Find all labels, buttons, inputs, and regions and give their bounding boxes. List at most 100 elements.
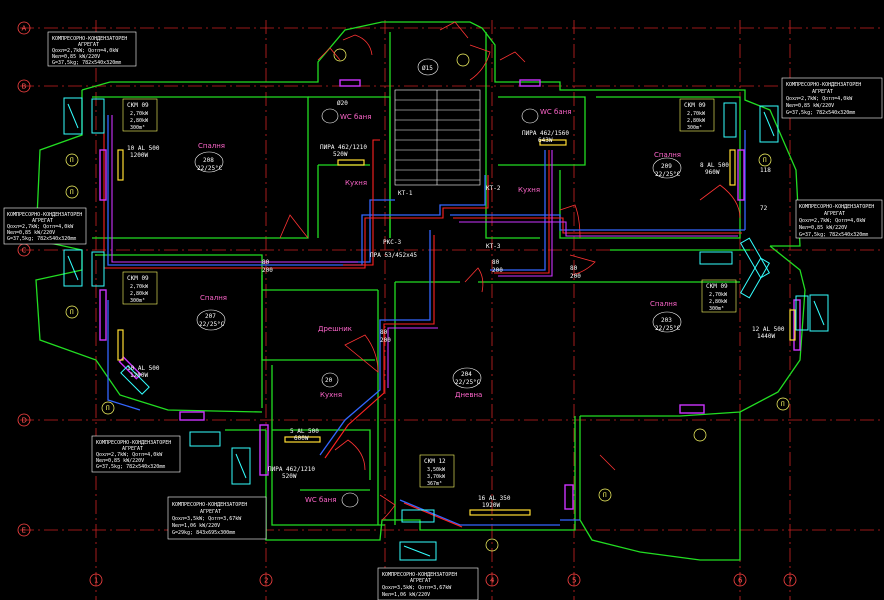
indoor-i2-b: 2,80kW <box>130 291 149 297</box>
p-marker-text: П П П П П П П <box>70 157 785 499</box>
axis-label-2: 2 <box>264 577 268 585</box>
heater-p2-model: ПИРА 462/1560 <box>522 130 569 137</box>
heater-bars-yellow <box>117 139 796 516</box>
unit-u5-l3: G=37,5kg; 782x540x320mm <box>96 464 165 470</box>
room-k1-name: Кухня <box>345 179 367 187</box>
heater-p3-model: ПИРА 462/1210 <box>268 466 315 473</box>
indoor-i1-a: 2,70kW <box>130 111 149 117</box>
unit-u7-sub: АГРЕГАТ <box>410 578 431 584</box>
p-marker-4: П <box>106 405 110 412</box>
room-r2-name: Спалня <box>200 294 227 302</box>
indoor-i5-c: 367m³ <box>427 481 442 487</box>
axis-label-4: 4 <box>490 577 495 585</box>
outdoor-spec-text: КОМПРЕСОРНО-КОНДЕНЗАТОРЕН АГРЕГАТ Qохл=2… <box>7 36 874 598</box>
unit-u4-title: КОМПРЕСОРНО-КОНДЕНЗАТОРЕН <box>799 204 874 210</box>
room-k3-num: 20 <box>325 377 333 384</box>
room-labels: Спалня 208 22/25°C Спалня 207 22/25°C Сп… <box>197 108 681 504</box>
room-r3-temp: 22/25°C <box>655 325 681 332</box>
dim-8: 200 <box>380 337 391 344</box>
axis-label-c: C <box>22 247 27 255</box>
room-r3-num: 203 <box>661 317 672 324</box>
unit-u1-sub: АГРЕГАТ <box>78 42 99 48</box>
axis-label-d: D <box>22 417 27 425</box>
unit-u2-l1: Qохл=2,7kW; Qотп=4,0kW <box>7 224 74 230</box>
unit-u2-l2: Nел=0,85 kW/220V <box>7 230 55 236</box>
heater-p3-power: 520W <box>282 473 297 480</box>
room-r4-temp: 22/25°C <box>655 171 681 178</box>
unit-u3-l2: Nел=0,85 kW/220V <box>786 103 834 109</box>
axis-label-5: 5 <box>572 577 576 585</box>
room-dn-name: Дневна <box>455 391 482 399</box>
unit-u5-l2: Nел=0,85 kW/220V <box>96 458 144 464</box>
dim-1: 80 <box>262 259 270 266</box>
p-marker-7: П <box>603 492 607 499</box>
dim-3: 80 <box>492 259 500 266</box>
indoor-i4-c: 300m³ <box>709 306 724 312</box>
unit-u6-l1: Qохл=3,5kW; Qотп=3,67kW <box>172 516 242 522</box>
door-swings <box>279 34 741 521</box>
riser-d: РКС-3 <box>383 239 401 246</box>
room-dr-name: Дрешник <box>318 325 352 333</box>
corner-markers <box>317 21 526 63</box>
riser-c: КТ-3 <box>486 243 501 250</box>
heater-h2-power: 1200W <box>130 372 148 379</box>
unit-u1-l2: Nел=0,85 kW/220V <box>52 54 100 60</box>
unit-u2-sub: АГРЕГАТ <box>32 218 53 224</box>
axis-label-1: 1 <box>94 577 98 585</box>
room-wc3-name: WC баня <box>305 496 336 504</box>
heater-h3-model: 8 AL 500 <box>700 162 729 169</box>
unit-u1-l3: G=37,5kg; 782x540x320mm <box>52 60 121 66</box>
dim-d20: Ø20 <box>337 100 348 107</box>
unit-u7-l1: Qохл=3,5kW; Qотп=3,67kW <box>382 585 452 591</box>
axis-label-a: A <box>22 25 27 33</box>
room-number-ovals <box>194 58 682 508</box>
indoor-i5-a: 3,50kW <box>427 467 446 473</box>
unit-u3-sub: АГРЕГАТ <box>812 89 833 95</box>
indoor-i5-name: СКМ 12 <box>424 458 446 465</box>
unit-u4-l1: Qохл=2,7kW; Qотп=4,0kW <box>799 218 866 224</box>
heater-p4-model: ПРА 53/452x45 <box>370 252 417 259</box>
unit-u3-l3: G=37,5kg; 782x540x320mm <box>786 110 855 116</box>
indoor-i5-b: 3,70kW <box>427 474 446 480</box>
axis-label-6: 6 <box>738 577 743 585</box>
unit-u7-l2: Nел=1,06 kW/220V <box>382 592 430 598</box>
heater-labels: 10 AL 500 1200W 10 AL 500 1200W 8 AL 500… <box>127 130 785 509</box>
dim-7: 80 <box>380 329 388 336</box>
riser-b: КТ-2 <box>486 185 501 192</box>
axis-bubbles-rows <box>17 21 31 537</box>
room-dn-num: 204 <box>461 371 472 378</box>
pipe-routes-magenta <box>111 115 738 388</box>
axis-label-b: B <box>22 83 27 91</box>
unit-u7-title: КОМПРЕСОРНО-КОНДЕНЗАТОРЕН <box>382 572 457 578</box>
room-r2-num: 207 <box>205 313 216 320</box>
unit-u5-l1: Qохл=2,7kW; Qотп=4,0kW <box>96 452 163 458</box>
p-marker-5: П <box>763 157 767 164</box>
indoor-i4-name: СКМ 09 <box>706 283 728 290</box>
unit-u5-title: КОМПРЕСОРНО-КОНДЕНЗАТОРЕН <box>96 440 171 446</box>
indoor-i2-name: СКМ 09 <box>127 275 149 282</box>
heater-h1-power: 1200W <box>130 152 148 159</box>
indoor-i3-c: 300m³ <box>687 125 702 131</box>
axis-label-7: 7 <box>788 577 792 585</box>
indoor-i2-c: 300m³ <box>130 298 145 304</box>
dim-5: 80 <box>570 265 578 272</box>
heater-h3-power: 960W <box>705 169 720 176</box>
indoor-i3-name: СКМ 09 <box>684 102 706 109</box>
dim-9: 118 <box>760 167 771 174</box>
unit-u1-l1: Qохл=2,7kW; Qотп=4,0kW <box>52 48 119 54</box>
heater-h6-power: 1920W <box>482 502 500 509</box>
room-r1-num: 208 <box>203 157 214 164</box>
staircase <box>394 89 481 186</box>
room-r1-temp: 22/25°C <box>197 165 223 172</box>
indoor-i4-a: 2,70kW <box>709 292 728 298</box>
unit-u4-sub: АГРЕГАТ <box>824 211 845 217</box>
room-wc2-name: WC баня <box>540 108 571 116</box>
indoor-i3-a: 2,70kW <box>687 111 706 117</box>
room-r4-name: Спалня <box>654 151 681 159</box>
unit-u1-title: КОМПРЕСОРНО-КОНДЕНЗАТОРЕН <box>52 36 127 42</box>
room-k3-name: Кухня <box>320 391 342 399</box>
room-dn-temp: 22/25°C <box>455 379 481 386</box>
room-r2-temp: 22/25°C <box>199 321 225 328</box>
riser-labels: КТ-1 КТ-2 КТ-3 РКС-3 <box>383 185 501 250</box>
room-r4-num: 209 <box>661 163 672 170</box>
